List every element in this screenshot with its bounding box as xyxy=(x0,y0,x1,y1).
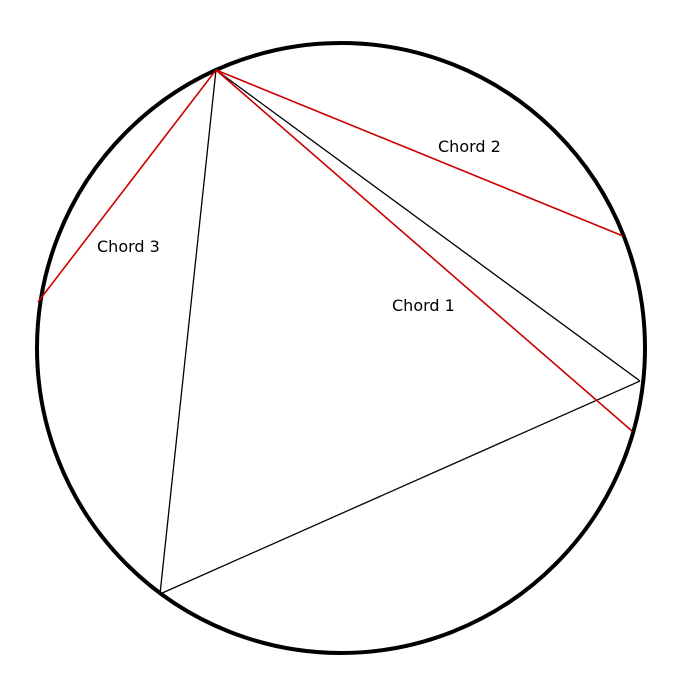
chord-2-label: Chord 2 xyxy=(438,137,501,156)
chord-3-label: Chord 3 xyxy=(97,237,160,256)
circle xyxy=(35,41,647,655)
triangle-side-top-to-right xyxy=(215,69,641,382)
chord-1 xyxy=(215,69,633,432)
chord-2 xyxy=(215,69,624,237)
chord-1-label: Chord 1 xyxy=(392,296,455,315)
triangle-side-top-to-bottom xyxy=(159,69,217,595)
chord-3 xyxy=(37,69,217,303)
triangle-side-bottom-to-right xyxy=(159,380,641,595)
